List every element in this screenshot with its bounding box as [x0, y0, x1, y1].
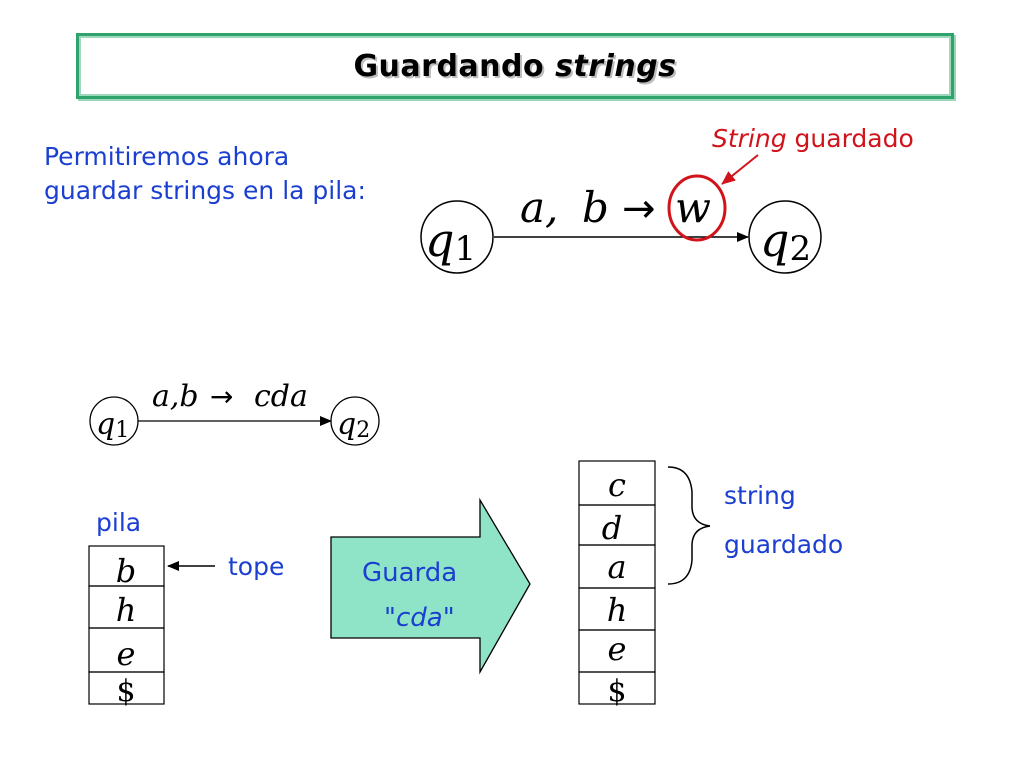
big-pop-symbol: b — [582, 183, 609, 232]
title-main: Guardando — [353, 48, 545, 84]
small-push-label: cda — [254, 379, 308, 414]
stack-after: c d a h e $ — [578, 460, 711, 709]
stack-after-symbol: c — [608, 466, 626, 504]
stack-before-symbol: $ — [116, 674, 135, 709]
small-read-pop-label: a,b — [152, 379, 199, 414]
stack-after-cell — [578, 671, 656, 705]
state-q1-big — [420, 200, 494, 274]
title-box: Guardando strings — [76, 33, 954, 99]
state-q2-big — [748, 200, 822, 274]
stack-label: pila — [96, 508, 142, 537]
stack-before-symbol: b — [116, 552, 136, 590]
stack-before-cell — [88, 671, 165, 705]
stack-before-symbol: e — [117, 635, 136, 673]
stack-after-symbol: d — [602, 509, 622, 547]
page-title: Guardando strings — [353, 49, 676, 84]
annotation-rest: guardado — [786, 124, 914, 153]
state-q1-small-label: q1 — [96, 407, 129, 443]
title-italic: strings — [555, 48, 677, 84]
stack-after-symbol: $ — [607, 674, 626, 709]
brace-label-line1: string — [724, 481, 796, 510]
brace-label-line2: guardado — [724, 530, 844, 559]
action-arrow-shape — [330, 497, 531, 675]
action-label-line2: "cda" — [384, 603, 455, 633]
big-read-symbol: a, — [520, 183, 558, 232]
big-arrow-symbol: → — [622, 186, 656, 232]
action-label-line1: Guarda — [362, 558, 458, 588]
stack-before-symbol: h — [116, 591, 137, 629]
top-label: tope — [228, 552, 285, 581]
stack-before: b h e $ — [88, 545, 215, 709]
state-q2-small-label: q2 — [337, 407, 370, 443]
small-transition: q1 q2 a,b → cda — [89, 379, 380, 446]
stack-after-symbol: h — [607, 591, 628, 629]
stack-after-symbol: e — [608, 630, 627, 668]
big-transition: q1 q2 a, b → w — [420, 154, 822, 274]
state-q2-big-label: q2 — [760, 213, 811, 269]
annotation-pointer-arrow — [721, 154, 759, 185]
intro-text: Permitiremos ahora guardar strings en la… — [44, 142, 366, 205]
state-q1-big-label: q1 — [425, 213, 476, 269]
big-push-symbol: w — [675, 183, 711, 232]
guarda-arrow — [330, 497, 531, 675]
curly-brace — [667, 466, 711, 585]
small-arrow-symbol: → — [210, 380, 233, 413]
string-guardado-annotation: String guardado — [712, 124, 914, 153]
push-highlight-circle — [667, 174, 727, 242]
stack-after-symbol: a — [607, 548, 626, 586]
annotation-italic: String — [712, 124, 787, 153]
